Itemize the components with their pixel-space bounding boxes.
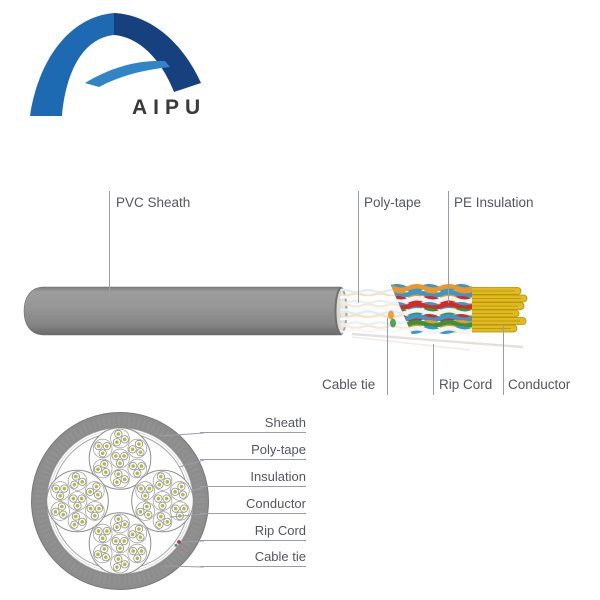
- label-cable-tie: Cable tie: [322, 377, 376, 392]
- xlabel-conductor: Conductor: [200, 496, 306, 514]
- label-pe-insulation: PE Insulation: [454, 195, 534, 210]
- cable-illustration: [23, 284, 528, 351]
- arch-logo-icon: [30, 13, 201, 116]
- cable-tie-band: [388, 310, 396, 328]
- label-poly-tape: Poly-tape: [364, 195, 422, 210]
- rip-cord-strand: [351, 332, 524, 351]
- label-pvc-sheath: PVC Sheath: [116, 195, 191, 210]
- poly-tape-leader-line: [358, 191, 359, 303]
- cable-tie-leader-line: [387, 318, 388, 395]
- xlabel-poly-tape: Poly-tape: [200, 442, 306, 460]
- rip-cord-leader-line: [433, 344, 434, 395]
- cross-section-illustration: [31, 412, 209, 590]
- pe-insulation-leader-line: [448, 191, 449, 303]
- label-conductor: Conductor: [508, 377, 571, 392]
- cross-section-drawing: [31, 412, 209, 590]
- xlabel-rip-cord: Rip Cord: [200, 523, 306, 541]
- xlabel-cable-tie: Cable tie: [200, 549, 306, 567]
- brand-wordmark: AIPU: [132, 96, 207, 119]
- conductor-leader-line: [503, 326, 504, 395]
- pvc-sheath-leader-line: [109, 191, 110, 296]
- pvc-sheath-body: [23, 286, 348, 336]
- label-rip-cord: Rip Cord: [439, 377, 493, 392]
- xlabel-sheath: Sheath: [200, 415, 306, 433]
- xlabel-insulation: Insulation: [200, 469, 306, 487]
- brand-logo: AIPU: [22, 8, 222, 123]
